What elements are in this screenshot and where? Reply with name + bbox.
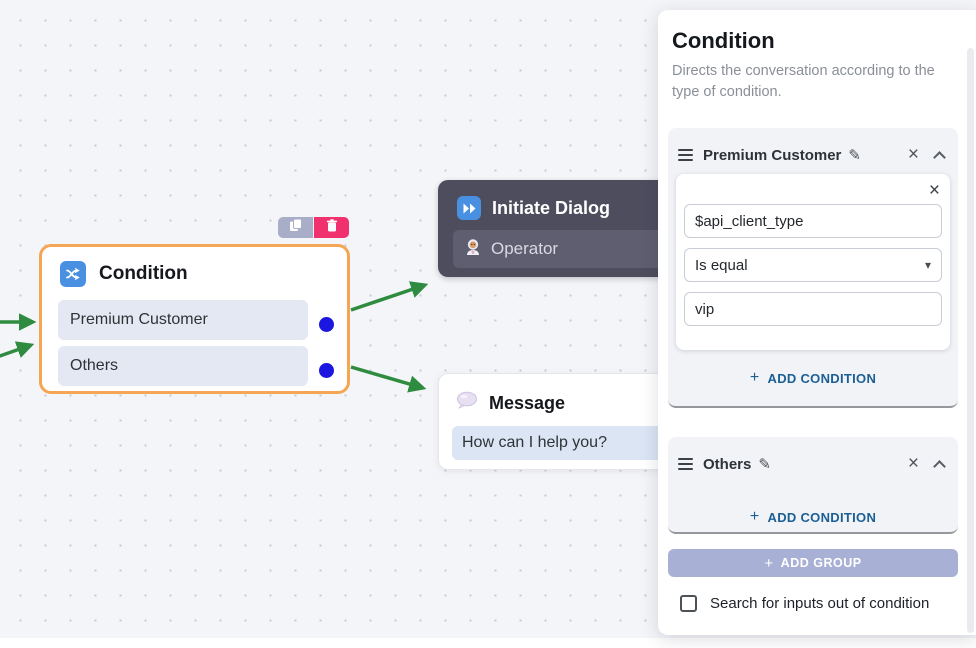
delete-node-button[interactable] xyxy=(314,217,349,238)
copy-icon xyxy=(289,218,303,237)
branch-premium-customer[interactable]: Premium Customer xyxy=(58,300,308,340)
trash-icon xyxy=(326,218,338,237)
message-node-header: Message xyxy=(456,391,687,415)
add-condition-label: ADD CONDITION xyxy=(767,509,877,525)
operator-select[interactable]: Is equal ▾ xyxy=(684,248,942,282)
variable-input[interactable] xyxy=(684,204,942,238)
initiate-dialog-header: Initiate Dialog xyxy=(457,196,688,220)
condition-node[interactable]: Condition Premium Customer Others xyxy=(39,244,350,394)
remove-condition-icon[interactable]: × xyxy=(928,180,940,201)
caret-down-icon: ▾ xyxy=(924,258,931,272)
initiate-dialog-title: Initiate Dialog xyxy=(492,197,611,218)
plus-icon: + xyxy=(749,369,760,386)
bottom-edge-strip xyxy=(0,638,976,648)
condition-node-header: Condition xyxy=(60,261,347,287)
add-condition-button[interactable]: + ADD CONDITION xyxy=(668,508,958,526)
operator-label: Operator xyxy=(491,239,559,258)
node-toolbar xyxy=(278,217,349,238)
plus-icon: + xyxy=(749,508,760,525)
output-port-premium[interactable] xyxy=(319,317,334,332)
add-condition-button[interactable]: + ADD CONDITION xyxy=(668,369,958,387)
panel-description: Directs the conversation according to th… xyxy=(672,63,935,100)
edit-icon[interactable]: ✎ xyxy=(758,455,771,473)
group-header: Others ✎ × xyxy=(668,437,958,477)
shuffle-icon xyxy=(60,261,86,287)
collapse-group-icon[interactable] xyxy=(933,459,946,473)
message-text-row[interactable]: How can I help you? xyxy=(452,426,689,460)
group-others: Others ✎ × + ADD CONDITION xyxy=(668,437,958,534)
search-out-of-condition-row: Search for inputs out of condition xyxy=(680,595,929,612)
condition-settings-panel: Condition Directs the conversation accor… xyxy=(658,10,976,635)
collapse-group-icon[interactable] xyxy=(933,150,946,164)
message-node-title: Message xyxy=(489,392,566,413)
panel-title: Condition xyxy=(672,28,775,53)
search-checkbox[interactable] xyxy=(680,595,697,612)
message-node[interactable]: Message How can I help you? xyxy=(438,373,689,470)
add-group-button[interactable]: + ADD GROUP xyxy=(668,549,958,577)
output-port-others[interactable] xyxy=(319,363,334,378)
plus-icon: + xyxy=(764,554,774,572)
search-checkbox-label: Search for inputs out of condition xyxy=(710,595,930,612)
copy-node-button[interactable] xyxy=(278,217,313,238)
fast-forward-icon xyxy=(457,196,481,220)
branch-others[interactable]: Others xyxy=(58,346,308,386)
value-input[interactable] xyxy=(684,292,942,326)
astronaut-icon xyxy=(464,238,482,261)
speech-balloon-icon xyxy=(456,391,478,415)
group-name: Others xyxy=(703,455,752,473)
panel-scrollbar[interactable] xyxy=(967,48,974,633)
operator-value: Is equal xyxy=(695,256,748,274)
condition-node-title: Condition xyxy=(99,263,188,284)
group-name: Premium Customer xyxy=(703,146,842,164)
group-header: Premium Customer ✎ × xyxy=(668,128,958,168)
group-premium-customer: Premium Customer ✎ × × Is equal ▾ + ADD … xyxy=(668,128,958,408)
edit-icon[interactable]: ✎ xyxy=(848,146,861,164)
initiate-dialog-node[interactable]: Initiate Dialog Operator xyxy=(438,180,688,277)
add-condition-label: ADD CONDITION xyxy=(767,370,877,386)
remove-group-icon[interactable]: × xyxy=(907,144,919,165)
remove-group-icon[interactable]: × xyxy=(907,453,919,474)
add-group-label: ADD GROUP xyxy=(780,556,862,570)
condition-card: × Is equal ▾ xyxy=(676,174,950,350)
drag-handle-icon[interactable] xyxy=(678,149,693,161)
drag-handle-icon[interactable] xyxy=(678,458,693,470)
operator-row[interactable]: Operator xyxy=(453,230,688,268)
